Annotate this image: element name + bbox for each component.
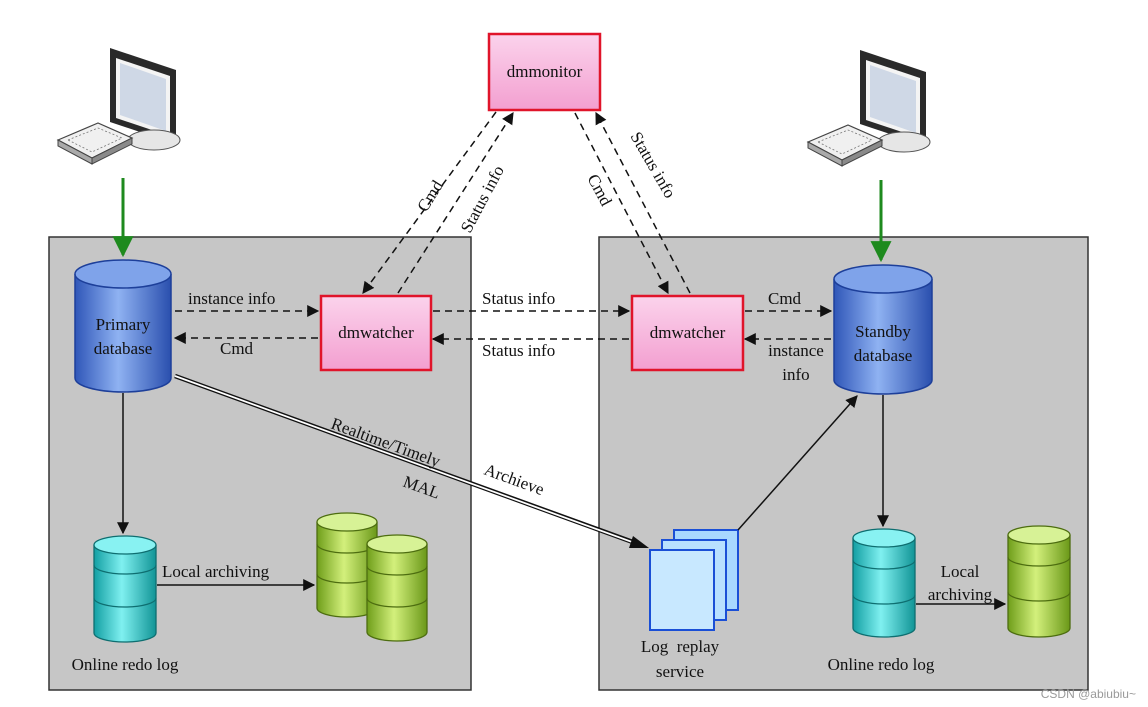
edge-label-status-right: Status info [627,129,680,202]
edge-label-cmd-left-db: Cmd [220,339,254,358]
edge-mal-arrowhead [629,536,649,548]
edge-label-cmd-right-db: Cmd [768,289,802,308]
standby-database-label-line1: Standby [855,322,911,341]
edge-label-instance-info-left: instance info [188,289,275,308]
edge-label-local-archiving-right-line2: archiving [928,585,993,604]
edge-replay-to-standby [737,395,858,531]
computer-icon [806,50,931,167]
computer-icon [56,48,181,165]
online-redo-log-right-node [852,528,916,638]
edge-cmd-monitor-left [362,111,497,294]
log-replay-service-node [649,529,739,631]
edge-label-instance-right-line1: instance [768,341,824,360]
edge-label-cmd-left: Cmd [413,177,447,216]
primary-database-node: Primary database [74,259,172,393]
primary-database-label-line2: database [94,339,153,358]
archive-log-left-front [366,534,428,642]
edge-cmd-monitor-right [574,112,669,295]
log-replay-label-line2: service [656,662,704,681]
edge-label-local-archiving-right-line1: Local [941,562,980,581]
standby-database-node: Standby database [833,264,933,395]
online-redo-log-left-node [93,535,157,643]
online-redo-log-right-label: Online redo log [828,655,935,674]
edge-label-instance-right-line2: info [782,365,809,384]
edge-label-status-left: Status info [457,162,508,236]
dmwatcher-left-node: dmwatcher [319,294,433,372]
standby-database-label-line2: database [854,346,913,365]
dmmonitor-node: dmmonitor [487,32,602,112]
dmmonitor-label: dmmonitor [507,62,583,81]
primary-database-label-line1: Primary [96,315,151,334]
online-redo-log-left-label: Online redo log [72,655,179,674]
dmwatcher-right-node: dmwatcher [630,294,745,372]
edge-label-status-info-bottom: Status info [482,341,555,360]
watermark: CSDN @abiubiu~ [1041,687,1136,701]
edge-mal-transfer-inner [174,375,644,547]
dmwatcher-left-label: dmwatcher [338,323,414,342]
edge-status-right-monitor [595,111,691,294]
dmwatcher-right-label: dmwatcher [650,323,726,342]
edge-label-status-info-top: Status info [482,289,555,308]
edge-label-archieve: Archieve [482,460,547,499]
edge-label-cmd-right: Cmd [583,171,616,210]
archive-log-right [1007,525,1071,638]
log-replay-label-line1: Log replay [641,637,720,656]
edge-label-local-archiving-left: Local archiving [162,562,270,581]
